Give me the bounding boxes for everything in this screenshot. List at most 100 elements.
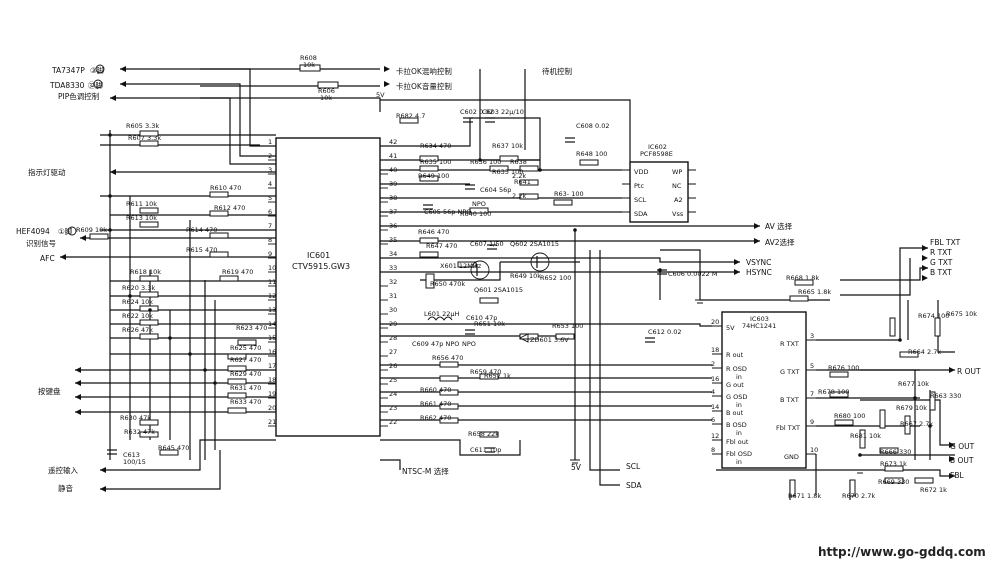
label-sda: SDA <box>626 481 642 490</box>
junction-dot <box>128 294 132 298</box>
resistor-body <box>884 477 904 484</box>
ic602-pin-wp: WP <box>672 168 682 176</box>
ic603-num-5: 5 <box>810 362 814 370</box>
label-keys: 按键盘 <box>38 386 61 396</box>
component-label: NPO <box>462 340 476 348</box>
ic603-num-4: 4 <box>711 388 715 396</box>
component-label: C604 56p <box>480 186 511 194</box>
resistor-body <box>553 199 573 206</box>
ic603-leads <box>712 325 816 455</box>
component-label: R649 10k <box>510 272 541 280</box>
ic603-num-10: 10 <box>810 446 818 454</box>
right-labels: AV 选择 AV2选择 VSYNC HSYNC FBL TXT R TXT G … <box>402 221 981 490</box>
resistor-body <box>834 419 854 426</box>
components <box>60 64 955 497</box>
wire-right-vert <box>907 300 955 460</box>
resistor-label: R607 3.3k <box>128 134 161 142</box>
label-5v-bottom: 5V <box>571 463 582 472</box>
ic601-right-pins: 4241403938373635343332313029282726252423… <box>380 138 397 427</box>
wire-r610-r612 <box>100 195 276 216</box>
ic603-num-16: 16 <box>711 375 719 383</box>
resistor-label: R625 470 <box>230 344 261 352</box>
component-label: Q601 2SA1015 <box>474 286 523 294</box>
label-hef4094-pin: ①脚 <box>58 226 72 236</box>
ic603-num-3: 3 <box>810 332 814 340</box>
label-r-out: R OUT <box>957 367 981 376</box>
label-g-txt: G TXT <box>930 258 953 267</box>
label-afc: AFC <box>40 254 55 263</box>
wire-top-karaoke <box>200 68 381 112</box>
resistor-body <box>899 351 919 358</box>
component-label: R681 10k <box>850 432 881 440</box>
resistor-body <box>209 251 229 258</box>
wire-bottom-right <box>716 454 860 500</box>
label-fbl: FBL <box>950 471 964 480</box>
label-tda8330-pin: ㉜脚 <box>88 80 103 90</box>
wire-hef-sense-afc <box>60 229 276 258</box>
ic601-pin-number-right: 42 <box>389 138 397 146</box>
ic601-ref: IC601 <box>307 251 330 260</box>
label-5v-top: 5V <box>376 91 385 99</box>
ic601-pin-number-left: 10 <box>268 264 276 272</box>
resistor-body <box>317 81 339 89</box>
component-label: NPO <box>472 200 486 208</box>
component-label: C602 0.02 <box>460 108 493 116</box>
component-label: ZD601 3.6V <box>530 336 569 344</box>
ground-icon <box>570 459 580 464</box>
ic603-pin-bosd: B OSD <box>726 421 747 429</box>
resistor-body <box>555 333 575 340</box>
arrow-icon <box>922 275 928 281</box>
ic602-group: IC602 PCF8598E VDD Ptc SCL SDA WP NC A2 … <box>622 143 696 223</box>
resistor-label: R623 470 <box>236 324 267 332</box>
resistor-body <box>794 279 814 286</box>
component-label: C608 0.02 <box>576 122 609 130</box>
ic603-pin-fblosd: Fbl OSD <box>726 450 752 458</box>
ic602-ref: IC602 <box>648 143 667 151</box>
resistor-body <box>439 417 459 424</box>
resistor-body <box>139 207 159 214</box>
inductor-l601 <box>427 316 453 321</box>
ic602-leads <box>622 169 696 213</box>
ic601-pin-number-left: 5 <box>268 194 272 202</box>
component-label: R651 10k <box>474 320 505 328</box>
ic603-pin-rtxt: R TXT <box>780 340 799 348</box>
ic603-ref: IC603 <box>750 315 769 323</box>
wire-left-bus <box>109 130 191 460</box>
resistor-body <box>879 409 886 429</box>
junction-dot <box>573 228 577 232</box>
ic603-num-12: 12 <box>711 432 719 440</box>
ic601-pin-number-left: 9 <box>268 250 272 258</box>
ic601-pin-number-left: 3 <box>268 166 272 174</box>
component-label: Q602 2SA1015 <box>510 240 559 248</box>
label-c613: C613 <box>123 451 140 459</box>
resistor-body <box>829 391 849 398</box>
resistor-body <box>419 175 439 182</box>
component-label: R656 470 <box>432 354 463 362</box>
resistor-body <box>934 317 941 337</box>
label-ta7347p-pin: ③脚 <box>90 65 104 75</box>
arrow-icon <box>734 259 740 265</box>
component-label: R676 100 <box>828 364 859 372</box>
component-label: R667 2.7k <box>900 420 933 428</box>
ic601-pin-number-right: 24 <box>389 390 397 398</box>
resistor-body <box>159 449 179 456</box>
label-karaoke-video: 卡拉OK混响控制 <box>396 66 452 76</box>
arrow-icon <box>922 265 928 271</box>
resistor-body <box>439 361 459 368</box>
resistor-body <box>929 391 936 411</box>
component-label: R657 1k <box>484 372 511 380</box>
resistor-body <box>849 479 856 497</box>
component-label: X601 12MHz <box>440 262 482 270</box>
junction-dot <box>913 396 917 400</box>
component-label: R658 22k <box>468 430 499 438</box>
label-r608: R608 <box>300 54 317 62</box>
ic601-pin-number-right: 31 <box>389 292 397 300</box>
resistor-label: R605 3.3k <box>126 122 159 130</box>
label-hef4094: HEF4094 <box>16 227 50 236</box>
resistor-label: R630 47k <box>120 414 151 422</box>
ic603-pin-rosd: R OSD <box>726 365 747 373</box>
component-label: C611 10p <box>470 446 501 454</box>
arrow-icon <box>75 409 81 415</box>
